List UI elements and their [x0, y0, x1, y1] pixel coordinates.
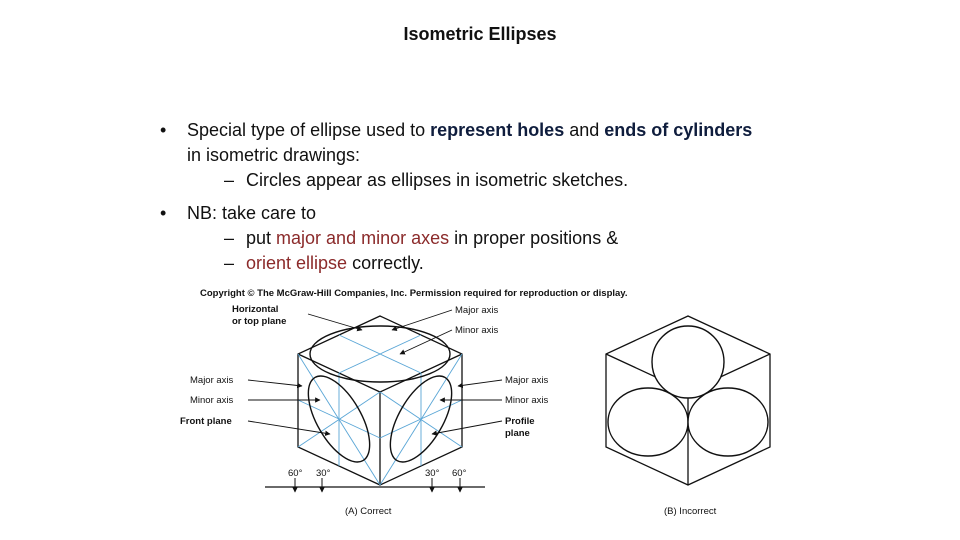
label-major-axis: Major axis	[455, 305, 499, 316]
bullet-mark: •	[160, 120, 167, 140]
sub-bullet-mark: –	[224, 228, 235, 248]
isometric-ellipse-figure: Copyright © The McGraw-Hill Companies, I…	[170, 282, 790, 522]
label-major-axis: Major axis	[190, 375, 234, 386]
profile-circle	[687, 387, 769, 457]
bullet-text: Special type of ellipse used to	[187, 120, 431, 140]
label-minor-axis: Minor axis	[505, 395, 549, 406]
label-front-plane: Front plane	[180, 416, 232, 427]
sub-bullet-item: – Circles appear as ellipses in isometri…	[187, 168, 760, 193]
correct-cube	[297, 315, 463, 486]
sub-bullet-mark: –	[224, 170, 235, 190]
angle-label: 60°	[452, 468, 467, 479]
caption-incorrect: (B) Incorrect	[664, 506, 717, 517]
label-minor-axis: Minor axis	[455, 325, 499, 336]
sub-bullet-item: – orient ellipse correctly.	[187, 251, 760, 276]
label-major-axis: Major axis	[505, 375, 549, 386]
sub-bullet-text: in proper positions &	[449, 228, 619, 248]
bullet-text: in isometric drawings:	[187, 145, 361, 165]
figure-svg: Copyright © The McGraw-Hill Companies, I…	[180, 288, 771, 517]
front-circle	[607, 387, 689, 457]
sub-bullet-highlight: orient ellipse	[246, 253, 348, 273]
label-minor-axis: Minor axis	[190, 395, 234, 406]
construction-lines	[297, 334, 463, 486]
sub-bullet-text: Circles appear as ellipses in isometric …	[246, 170, 629, 190]
top-circle	[651, 325, 725, 399]
sub-bullet-highlight: major and minor axes	[276, 228, 450, 248]
bullet-mark: •	[160, 203, 167, 223]
bullet-text: and	[564, 120, 605, 140]
bullet-item-ellipse-definition: • Special type of ellipse used to repres…	[160, 118, 760, 193]
caption-correct: (A) Correct	[345, 506, 392, 517]
label-horizontal-plane: Horizontal	[232, 304, 278, 315]
sub-bullet-item: – put major and minor axes in proper pos…	[187, 226, 760, 251]
sub-bullet-mark: –	[224, 253, 235, 273]
bullet-text: NB: take care to	[187, 203, 317, 223]
angle-label: 30°	[425, 468, 440, 479]
slide-title: Isometric Ellipses	[403, 24, 557, 44]
bullet-bold-text: represent holes	[430, 120, 565, 140]
sub-bullet-text: put	[246, 228, 277, 248]
angle-label: 30°	[316, 468, 331, 479]
incorrect-circles	[607, 325, 769, 457]
profile-ellipse	[389, 375, 453, 463]
bullet-list: • Special type of ellipse used to repres…	[160, 118, 760, 284]
front-ellipse	[307, 375, 371, 463]
bullet-bold-text: ends of cylinders	[604, 120, 753, 140]
sub-bullet-text: correctly.	[347, 253, 424, 273]
label-profile-plane: plane	[505, 428, 530, 439]
angle-arrows	[292, 478, 463, 493]
label-profile-plane: Profile	[505, 416, 535, 427]
top-ellipse	[309, 325, 451, 383]
cube-top-edges	[297, 353, 463, 393]
correct-ellipses	[307, 325, 453, 463]
label-horizontal-plane: or top plane	[232, 316, 286, 327]
figure-copyright: Copyright © The McGraw-Hill Companies, I…	[200, 288, 628, 299]
angle-label: 60°	[288, 468, 303, 479]
bullet-item-take-care: • NB: take care to – put major and minor…	[160, 201, 760, 276]
leader-lines	[247, 309, 503, 436]
